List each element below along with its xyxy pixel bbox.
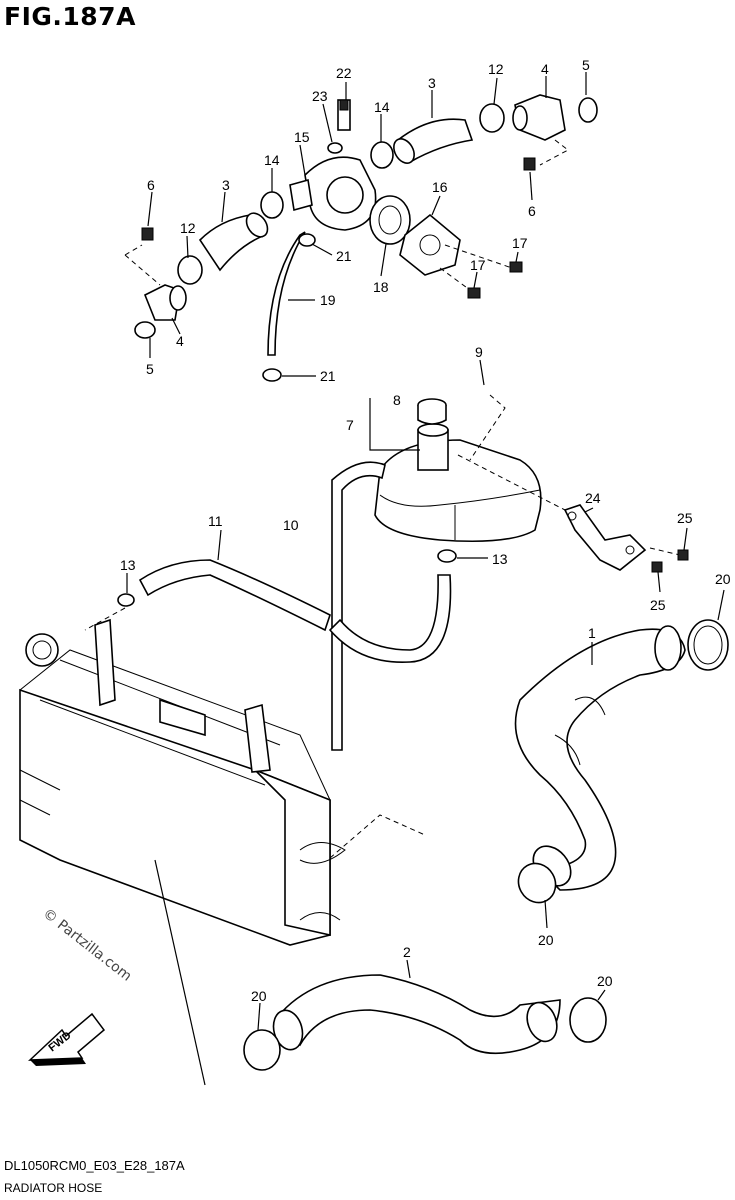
clamp-12-left[interactable] [177, 255, 203, 285]
radiator-hose-2[interactable] [269, 974, 562, 1055]
callout-3-right: 3 [428, 75, 436, 91]
callout-20-upper-right: 20 [715, 571, 731, 587]
callout-12-left: 12 [180, 220, 196, 236]
bolt-6-right[interactable] [523, 157, 536, 171]
callout-4-right: 4 [541, 61, 549, 77]
callout-20-lower-left: 20 [251, 988, 267, 1004]
callout-9: 9 [475, 344, 483, 360]
clamp-14-left[interactable] [260, 191, 284, 219]
clamp-21-upper[interactable] [298, 233, 316, 247]
diagram-caption: RADIATOR HOSE [4, 1181, 103, 1195]
bolt-17-upper[interactable] [509, 261, 523, 273]
hose-11[interactable] [138, 559, 331, 632]
callout-18: 18 [373, 279, 389, 295]
callout-6-right: 6 [528, 203, 536, 219]
callout-14-left: 14 [264, 152, 280, 168]
callout-19: 19 [320, 292, 336, 308]
watermark: © Partzilla.com [40, 906, 135, 985]
callout-4-left: 4 [176, 333, 184, 349]
bypass-hose[interactable] [267, 231, 306, 356]
clamp-13-left[interactable] [117, 593, 135, 607]
fitting-4-left[interactable] [143, 284, 187, 321]
grommet-25-upper[interactable] [677, 549, 689, 561]
callout-24: 24 [585, 490, 601, 506]
callout-17-upper: 17 [512, 235, 528, 251]
callout-13-left: 13 [120, 557, 136, 573]
o-ring-5-left[interactable] [134, 321, 156, 339]
callout-6-left: 6 [147, 177, 155, 193]
callout-23: 23 [312, 88, 328, 104]
bolt-6-left[interactable] [141, 227, 154, 241]
clamp-20-lower-left[interactable] [243, 1029, 281, 1071]
callout-20-middle: 20 [538, 932, 554, 948]
washer[interactable] [327, 142, 343, 154]
callout-25-lower: 25 [650, 597, 666, 613]
callout-13-right: 13 [492, 551, 508, 567]
clamp-14-right[interactable] [370, 141, 394, 169]
callout-17-lower: 17 [470, 257, 486, 273]
callout-15: 15 [294, 129, 310, 145]
callout-20-lower-right: 20 [597, 973, 613, 989]
radiator-hose-1[interactable] [514, 625, 686, 893]
leader-lines [126, 72, 725, 1031]
clamp-20-upper-right[interactable] [687, 619, 729, 671]
overflow-hose[interactable] [328, 461, 452, 751]
callout-5-right: 5 [582, 57, 590, 73]
fwd-arrow-icon: FWD [28, 1012, 106, 1066]
callout-7: 7 [346, 417, 354, 433]
figure-title: FIG.187A [4, 2, 136, 31]
callout-14-right: 14 [374, 99, 390, 115]
thermostat-cover[interactable] [399, 213, 461, 276]
clamp-21-lower[interactable] [262, 368, 282, 382]
fitting-4-right[interactable] [512, 94, 566, 141]
hose-3-right[interactable] [390, 118, 474, 167]
o-ring-5-right[interactable] [578, 97, 598, 123]
clamp-12-right[interactable] [479, 103, 505, 133]
thermostat-housing[interactable] [289, 156, 377, 231]
callout-8: 8 [393, 392, 401, 408]
radiator[interactable] [19, 618, 346, 1086]
hose-3-left[interactable] [198, 209, 272, 272]
callout-10: 10 [283, 517, 299, 533]
reservoir-cap[interactable] [417, 398, 447, 425]
callout-21-upper: 21 [336, 248, 352, 264]
callout-2: 2 [403, 944, 411, 960]
callout-12-right: 12 [488, 61, 504, 77]
callout-5-left: 5 [146, 361, 154, 377]
diagram-code: DL1050RCM0_E03_E28_187A [4, 1158, 185, 1173]
callout-11: 11 [208, 513, 223, 529]
callout-22: 22 [336, 65, 352, 81]
callout-1: 1 [588, 625, 596, 641]
callout-16: 16 [432, 179, 448, 195]
callout-21-lower: 21 [320, 368, 336, 384]
clamp-20-lower-right[interactable] [569, 997, 607, 1043]
reservoir-tank[interactable] [374, 423, 542, 542]
callout-3-left: 3 [222, 177, 230, 193]
callout-25-upper: 25 [677, 510, 693, 526]
clamp-20-middle[interactable] [511, 857, 562, 910]
bolt-17-lower[interactable] [467, 287, 481, 299]
thermostat[interactable] [369, 195, 411, 245]
bracket[interactable] [563, 504, 647, 571]
temperature-sensor[interactable] [337, 99, 351, 131]
grommet-25-lower[interactable] [651, 561, 663, 573]
clamp-13-right[interactable] [437, 549, 457, 563]
